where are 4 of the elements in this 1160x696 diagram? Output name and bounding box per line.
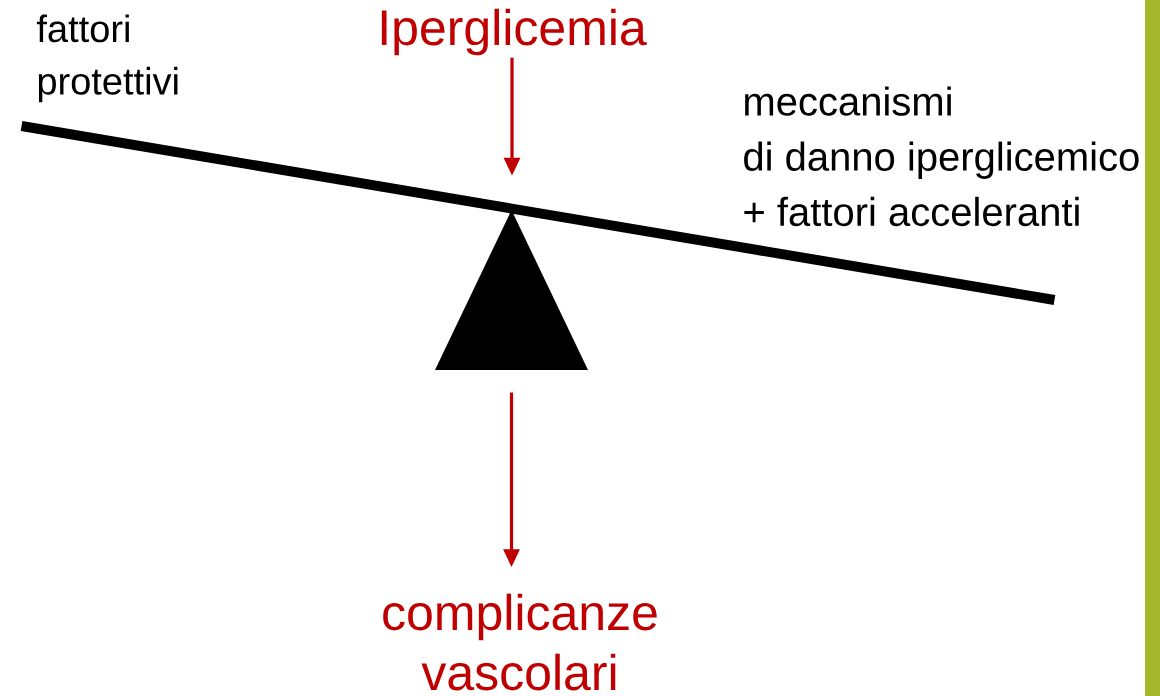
fulcrum-triangle: [435, 210, 588, 370]
title-text: complicanze vascolari: [383, 593, 657, 691]
label-text: meccanismi di danno iperglicemico + fattori acceleranti: [744, 86, 1139, 227]
title-text: Iperglicemia: [381, 8, 647, 56]
